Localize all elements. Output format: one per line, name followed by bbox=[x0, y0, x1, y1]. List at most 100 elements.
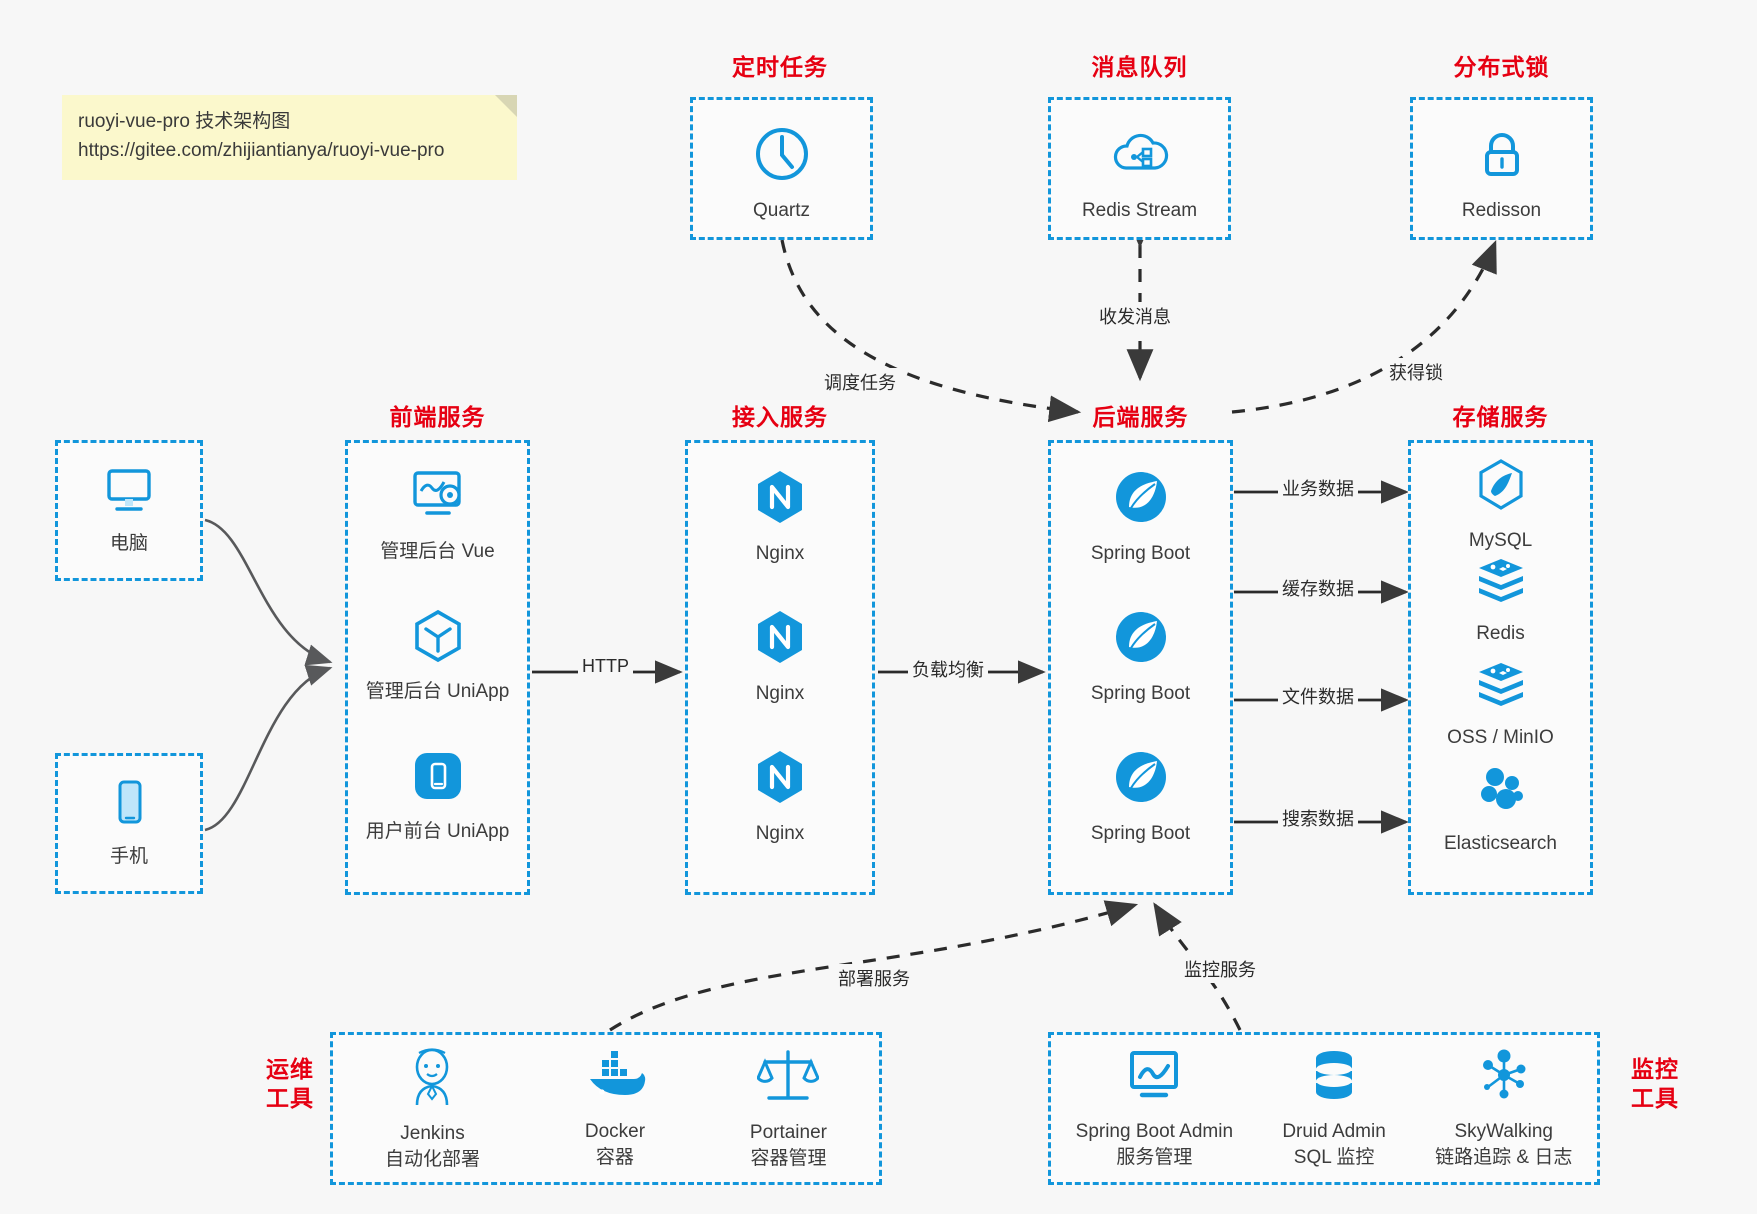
edge-label-schedule-task: 调度任务 bbox=[820, 368, 900, 396]
item-druid-admin: Druid Admin SQL 监控 bbox=[1282, 1047, 1386, 1171]
item-docker: Docker 容器 bbox=[584, 1047, 646, 1171]
edge-label-business-data: 业务数据 bbox=[1278, 474, 1358, 502]
item-name: Druid Admin bbox=[1282, 1121, 1386, 1143]
mysql-dolphin-icon bbox=[1411, 458, 1590, 521]
item-name: SkyWalking bbox=[1454, 1121, 1553, 1143]
jenkins-butler-icon bbox=[385, 1045, 480, 1115]
monitoring-title-line2: 工具 bbox=[1631, 1084, 1679, 1111]
node-backend: Spring Boot Spring Boot Spring Boot bbox=[1048, 440, 1233, 895]
cloud-stream-icon bbox=[1051, 124, 1228, 191]
edge-label-load-balance: 负载均衡 bbox=[908, 655, 988, 683]
item-name: Portainer bbox=[749, 1122, 827, 1144]
node-devops: Jenkins 自动化部署 Docker 容器 Portainer 容器管理 bbox=[330, 1032, 882, 1185]
lock-icon bbox=[1413, 124, 1590, 191]
section-title-scheduler: 定时任务 bbox=[732, 54, 828, 80]
item-redis: Redis bbox=[1411, 555, 1590, 646]
node-mq: Redis Stream bbox=[1048, 97, 1231, 240]
item-label: Nginx bbox=[755, 683, 805, 705]
clock-icon bbox=[693, 124, 870, 191]
edge-label-search-data: 搜索数据 bbox=[1278, 804, 1358, 832]
spring-leaf-icon bbox=[1051, 467, 1230, 534]
edge-label-http: HTTP bbox=[578, 655, 633, 678]
section-title-lock: 分布式锁 bbox=[1453, 54, 1550, 80]
redis-stack-icon bbox=[1411, 659, 1590, 718]
item-nginx-1: Nginx bbox=[688, 467, 872, 566]
item-spring-boot-admin: Spring Boot Admin 服务管理 bbox=[1076, 1047, 1233, 1171]
node-lock: Redisson bbox=[1410, 97, 1593, 240]
item-label: 电脑 bbox=[109, 533, 148, 555]
item-desc: 自动化部署 bbox=[384, 1148, 480, 1170]
item-label: Nginx bbox=[755, 823, 805, 845]
item-portainer: Portainer 容器管理 bbox=[750, 1046, 827, 1172]
section-title-gateway: 接入服务 bbox=[732, 404, 828, 430]
node-client-pc: 电脑 bbox=[55, 440, 203, 581]
item-spring-boot-2: Spring Boot bbox=[1051, 607, 1230, 706]
item-spring-boot-1: Spring Boot bbox=[1051, 467, 1230, 566]
monitoring-title-line1: 监控 bbox=[1631, 1056, 1679, 1082]
item-pc: 电脑 bbox=[58, 465, 200, 556]
item-name: Spring Boot Admin bbox=[1075, 1121, 1234, 1143]
item-admin-uniapp: 管理后台 UniApp bbox=[348, 607, 527, 704]
scales-icon bbox=[750, 1046, 827, 1114]
edge-label-mq-messages: 收发消息 bbox=[1095, 302, 1175, 330]
item-spring-boot-3: Spring Boot bbox=[1051, 747, 1230, 846]
devops-title-line1: 运维 bbox=[266, 1056, 314, 1082]
item-jenkins: Jenkins 自动化部署 bbox=[385, 1045, 480, 1173]
elasticsearch-icon bbox=[1411, 763, 1590, 824]
node-monitoring: Spring Boot Admin 服务管理 Druid Admin SQL 监… bbox=[1048, 1032, 1600, 1185]
item-label: 手机 bbox=[109, 846, 148, 868]
section-title-monitoring: 监控 工具 bbox=[1620, 1055, 1690, 1113]
spring-leaf-icon bbox=[1051, 747, 1230, 814]
node-gateway: Nginx Nginx Nginx bbox=[685, 440, 875, 895]
section-title-devops: 运维 工具 bbox=[255, 1055, 325, 1113]
item-mobile: 手机 bbox=[58, 778, 200, 869]
item-oss-minio: OSS / MinIO bbox=[1411, 659, 1590, 750]
item-elasticsearch: Elasticsearch bbox=[1411, 763, 1590, 856]
item-desc: SQL 监控 bbox=[1293, 1146, 1375, 1168]
node-storage: MySQL Redis OSS / MinIO Elasticsearch bbox=[1408, 440, 1593, 895]
item-desc: 链路追踪 & 日志 bbox=[1435, 1146, 1573, 1168]
edge-label-file-data: 文件数据 bbox=[1278, 682, 1358, 710]
item-desc: 容器 bbox=[595, 1146, 634, 1168]
spring-leaf-icon bbox=[1051, 607, 1230, 674]
cube-icon bbox=[348, 607, 527, 672]
item-desc: 服务管理 bbox=[1116, 1146, 1193, 1168]
devops-title-line2: 工具 bbox=[266, 1084, 314, 1111]
network-nodes-icon bbox=[1435, 1047, 1572, 1113]
item-nginx-3: Nginx bbox=[688, 747, 872, 846]
item-label: 管理后台 Vue bbox=[380, 541, 495, 563]
edge-label-monitor-service: 监控服务 bbox=[1180, 955, 1260, 983]
section-title-backend: 后端服务 bbox=[1092, 404, 1189, 430]
edge-label-deploy-service: 部署服务 bbox=[834, 964, 914, 992]
monitor-chart-icon bbox=[1076, 1047, 1233, 1113]
item-redis-stream: Redis Stream bbox=[1051, 124, 1228, 223]
item-label: 管理后台 UniApp bbox=[365, 681, 510, 703]
section-title-mq: 消息队列 bbox=[1091, 54, 1188, 80]
dashboard-gear-icon bbox=[348, 467, 527, 532]
section-title-storage: 存储服务 bbox=[1452, 404, 1549, 430]
database-icon bbox=[1282, 1047, 1386, 1113]
item-label: Redisson bbox=[1461, 200, 1542, 222]
item-label: Spring Boot bbox=[1090, 823, 1191, 845]
nginx-icon bbox=[688, 607, 872, 674]
node-client-mobile: 手机 bbox=[55, 753, 203, 894]
nginx-icon bbox=[688, 467, 872, 534]
nginx-icon bbox=[688, 747, 872, 814]
phone-icon bbox=[58, 778, 200, 837]
item-label: Elasticsearch bbox=[1444, 833, 1557, 855]
note-fold-corner bbox=[495, 95, 517, 117]
item-redisson: Redisson bbox=[1413, 124, 1590, 223]
item-nginx-2: Nginx bbox=[688, 607, 872, 706]
item-name: Jenkins bbox=[400, 1123, 465, 1145]
item-skywalking: SkyWalking 链路追踪 & 日志 bbox=[1435, 1047, 1572, 1171]
note-title: ruoyi-vue-pro 技术架构图 bbox=[78, 111, 291, 132]
item-label: Spring Boot bbox=[1090, 683, 1191, 705]
item-user-uniapp: 用户前台 UniApp bbox=[348, 747, 527, 844]
item-label: MySQL bbox=[1468, 530, 1533, 552]
item-admin-vue: 管理后台 Vue bbox=[348, 467, 527, 564]
diagram-note: ruoyi-vue-pro 技术架构图 https://gitee.com/zh… bbox=[62, 95, 517, 180]
node-scheduler: Quartz bbox=[690, 97, 873, 240]
item-label: Redis Stream bbox=[1081, 200, 1198, 222]
item-quartz: Quartz bbox=[693, 124, 870, 223]
